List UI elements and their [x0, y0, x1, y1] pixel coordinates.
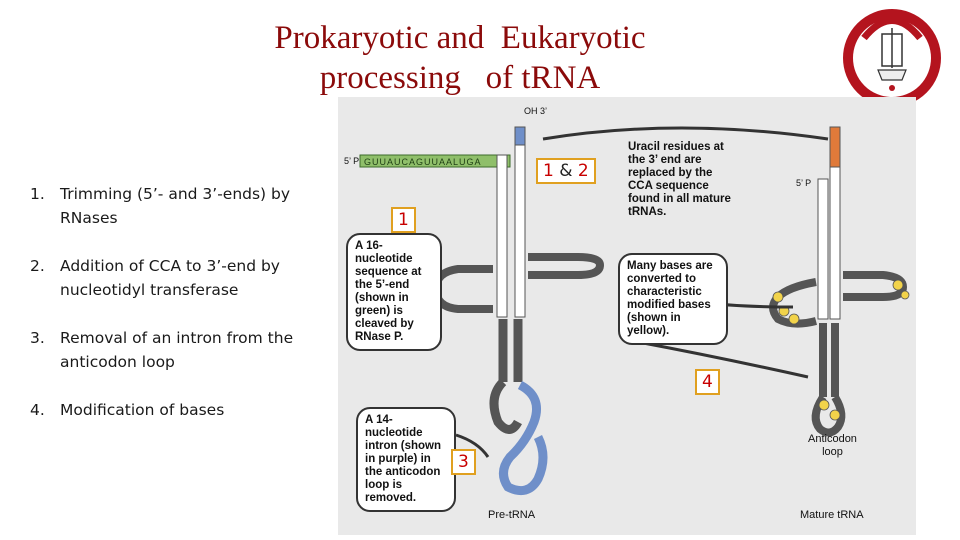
- step-text: Addition of CCA to 3’-end by nucleotidyl…: [60, 257, 280, 299]
- title-line-2: processing of tRNA: [319, 60, 601, 96]
- marker-step-3: 3: [451, 449, 476, 475]
- step-text: Modification of bases: [60, 401, 225, 419]
- marker-step-4: 4: [695, 369, 720, 395]
- step-text: Removal of an intron from the anticodon …: [60, 329, 294, 371]
- leader-seq-label: GUUAUCAGUUAALUGA: [364, 157, 482, 167]
- marker-1: 1: [543, 161, 554, 181]
- callout-intron: A 14-nucleotide intron (shown in purple)…: [356, 407, 456, 512]
- step-2: 2. Addition of CCA to 3’-end by nucleoti…: [30, 254, 330, 302]
- oh3-label: OH 3’: [524, 106, 548, 116]
- mature-five-prime-label: 5’ P: [796, 178, 812, 188]
- callout-16nt: A 16-nucleotide sequence at the 5’-end (…: [346, 233, 442, 351]
- marker-step-1: 1: [391, 207, 416, 233]
- title-line-1: Prokaryotic and Eukaryotic: [274, 20, 646, 56]
- pre-trna-anticodon-region: [489, 319, 548, 496]
- step-number: 2.: [30, 257, 45, 275]
- callout-uracil: Uracil residues at the 3’ end are replac…: [628, 141, 731, 218]
- leader-sequence: [359, 154, 511, 168]
- marker-amp: &: [559, 161, 573, 181]
- university-logo: [843, 9, 941, 107]
- step-text: Trimming (5’- and 3’-ends) by RNases: [60, 185, 291, 227]
- callout-bases: Many bases are converted to characterist…: [618, 253, 728, 345]
- step-3: 3. Removal of an intron from the anticod…: [30, 326, 330, 374]
- pre-trna-t-loop: [528, 253, 605, 279]
- step-number: 1.: [30, 185, 45, 203]
- mature-trna-stem: [817, 126, 841, 320]
- step-number: 4.: [30, 401, 45, 419]
- trna-processing-figure: Uracil residues at the 3’ end are replac…: [338, 97, 916, 535]
- slide-title: Prokaryotic and Eukaryotic processing of…: [180, 18, 740, 98]
- mature-trna-label: Mature tRNA: [800, 509, 864, 521]
- modified-bases: [772, 279, 910, 421]
- step-number: 3.: [30, 329, 45, 347]
- marker-1-and-2: 1 & 2: [536, 158, 596, 184]
- step-4: 4. Modification of bases: [30, 398, 330, 422]
- pre-five-prime-label: 5’ P: [344, 156, 360, 166]
- anticodon-loop-label: Anticodon loop: [808, 433, 857, 458]
- pre-trna-stem: [496, 126, 526, 318]
- pre-trna-label: Pre-tRNA: [488, 509, 536, 521]
- marker-2: 2: [577, 161, 589, 181]
- step-1: 1. Trimming (5’- and 3’-ends) by RNases: [30, 182, 330, 230]
